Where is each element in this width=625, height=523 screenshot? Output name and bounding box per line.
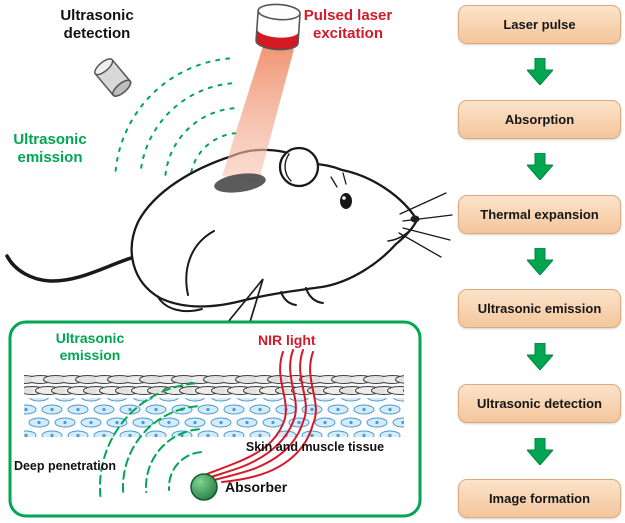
flow-step-ultrasonic-detection: Ultrasonic detection <box>458 384 621 424</box>
flow-step-laser-pulse: Laser pulse <box>458 5 621 44</box>
photoacoustic-diagram: Ultrasonic detection Pulsed laser excita… <box>5 3 453 518</box>
deep-penetration-label: Deep penetration <box>14 459 116 473</box>
down-arrow-icon <box>526 437 553 465</box>
ultrasound-waves-inset <box>99 382 202 498</box>
mouse-tail <box>5 254 133 283</box>
nir-light-rays <box>201 349 317 483</box>
down-arrow-icon <box>526 247 553 275</box>
ultrasonic-detection-line2: detection <box>64 25 131 42</box>
flow-step-image-formation: Image formation <box>458 478 621 518</box>
ultrasonic-emission-label: Ultrasonic emission <box>13 131 86 166</box>
mouse-front-leg-2 <box>280 291 297 306</box>
mouse-body <box>130 148 419 308</box>
mouse-whiskers <box>330 172 453 258</box>
pulsed-laser-line2: excitation <box>313 25 383 42</box>
mouse-illustration <box>5 146 453 313</box>
mouse-eye-glint <box>342 196 346 200</box>
ultrasonic-emission-line2: emission <box>17 149 82 166</box>
muscle-cell-layer <box>24 398 404 437</box>
flow-step-thermal-expansion: Thermal expansion <box>458 194 621 234</box>
mouse-eye <box>340 193 352 209</box>
ultrasonic-emission-line1: Ultrasonic <box>13 131 86 148</box>
pulsed-laser-line1: Pulsed laser <box>304 7 393 24</box>
process-flowchart: Laser pulse Absorption Thermal expansion… <box>458 5 621 518</box>
mouse-haunch <box>185 230 215 296</box>
skin-layer <box>24 374 404 396</box>
mouse-inner-ear <box>284 153 292 182</box>
magnification-callout <box>227 278 264 323</box>
skin-muscle-label: Skin and muscle tissue <box>246 440 384 454</box>
down-arrow-icon <box>526 58 553 86</box>
mouse-ear <box>278 146 320 188</box>
flow-step-absorption: Absorption <box>458 99 621 139</box>
laser-spot <box>214 173 266 193</box>
mouse-front-leg <box>305 287 324 304</box>
inset-ultrasonic-emission-line1: Ultrasonic <box>56 330 125 346</box>
ultrasound-waves-main <box>114 57 237 180</box>
laser-source-icon <box>255 3 301 51</box>
tissue-inset: Ultrasonic emission NIR light <box>8 320 422 518</box>
absorber-label: Absorber <box>225 479 288 495</box>
flow-step-ultrasonic-emission: Ultrasonic emission <box>458 289 621 329</box>
laser-beam <box>222 46 294 184</box>
ultrasound-detector-icon <box>94 58 132 97</box>
pulsed-laser-label: Pulsed laser excitation <box>304 7 393 42</box>
down-arrow-icon <box>526 342 553 370</box>
nir-light-label: NIR light <box>258 332 316 348</box>
down-arrow-icon <box>526 153 553 181</box>
absorber-sphere <box>190 473 218 501</box>
ultrasonic-detection-line1: Ultrasonic <box>60 7 133 24</box>
inset-ultrasonic-emission-line2: emission <box>60 347 121 363</box>
mouse-hind-foot <box>157 296 203 313</box>
ultrasonic-detection-label: Ultrasonic detection <box>60 7 133 42</box>
